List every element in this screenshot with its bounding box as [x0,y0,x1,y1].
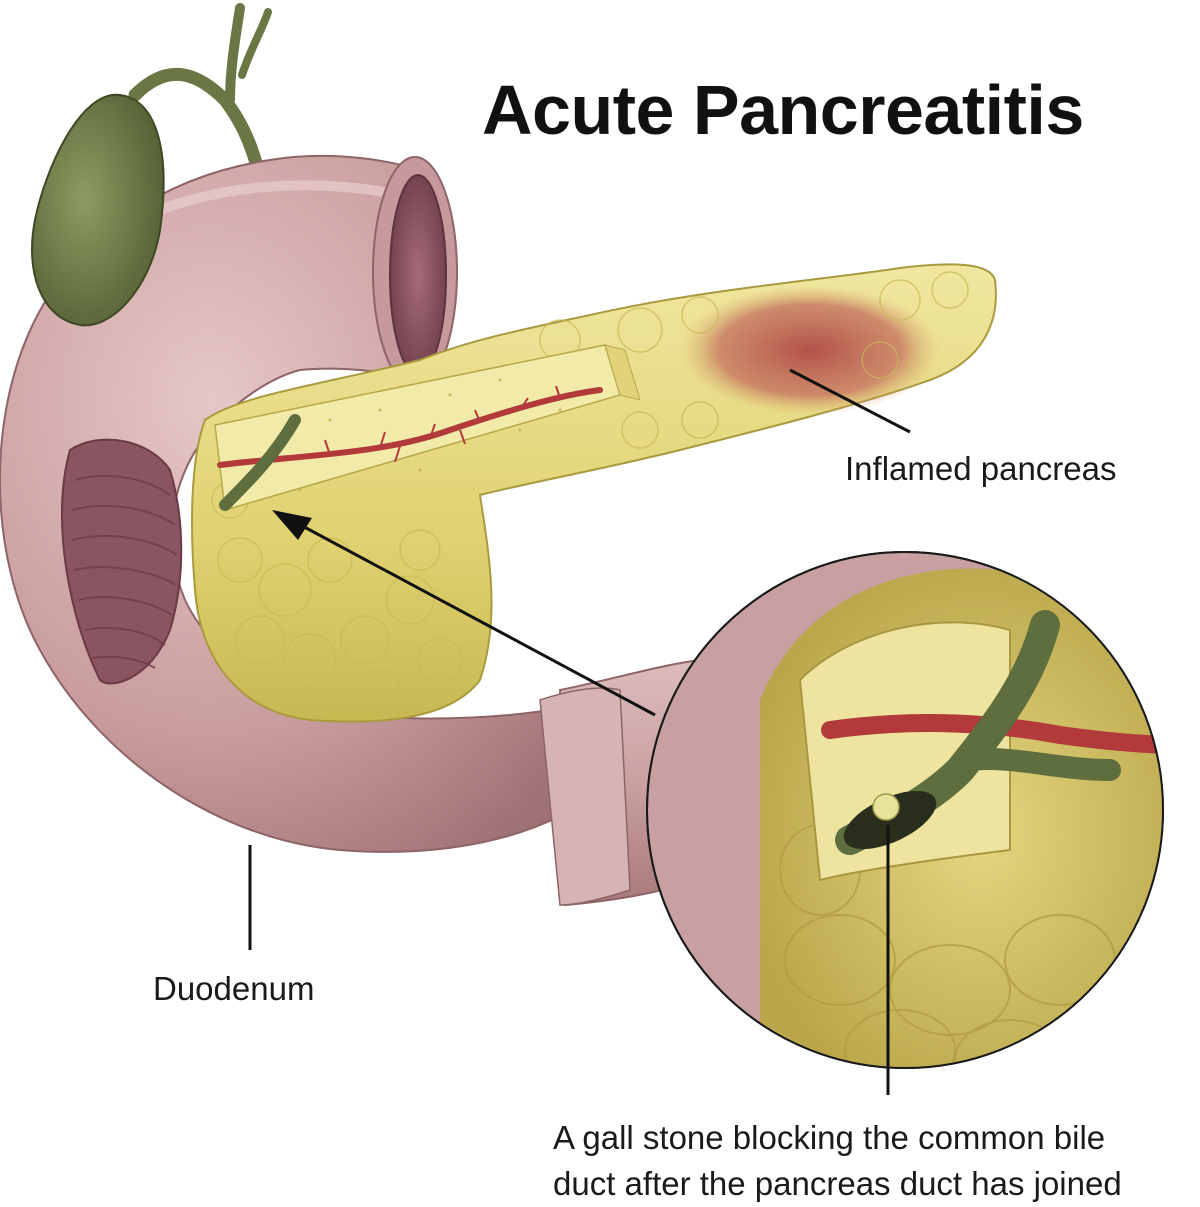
gallstone [872,793,900,821]
label-inflamed-pancreas: Inflamed pancreas [845,450,1117,487]
pancreas [191,263,997,723]
gallbladder [31,93,165,327]
label-duodenum: Duodenum [153,970,315,1007]
duodenum-lumen [61,438,183,685]
bile-duct-stalk [128,3,272,177]
zoom-callout [646,551,1164,1069]
label-gallstone-line2: duct after the pancreas duct has joined [553,1165,1122,1202]
pancreatic-vessel [217,387,603,468]
label-gallstone: A gall stone blocking the common bile du… [553,1115,1122,1207]
arrowhead [272,510,312,540]
diagram-title: Acute Pancreatitis [482,71,1084,149]
leader-lines [248,368,911,1095]
label-gallstone-line1: A gall stone blocking the common bile [553,1119,1106,1156]
inflamed-region [680,285,940,415]
bile-duct [219,414,301,511]
